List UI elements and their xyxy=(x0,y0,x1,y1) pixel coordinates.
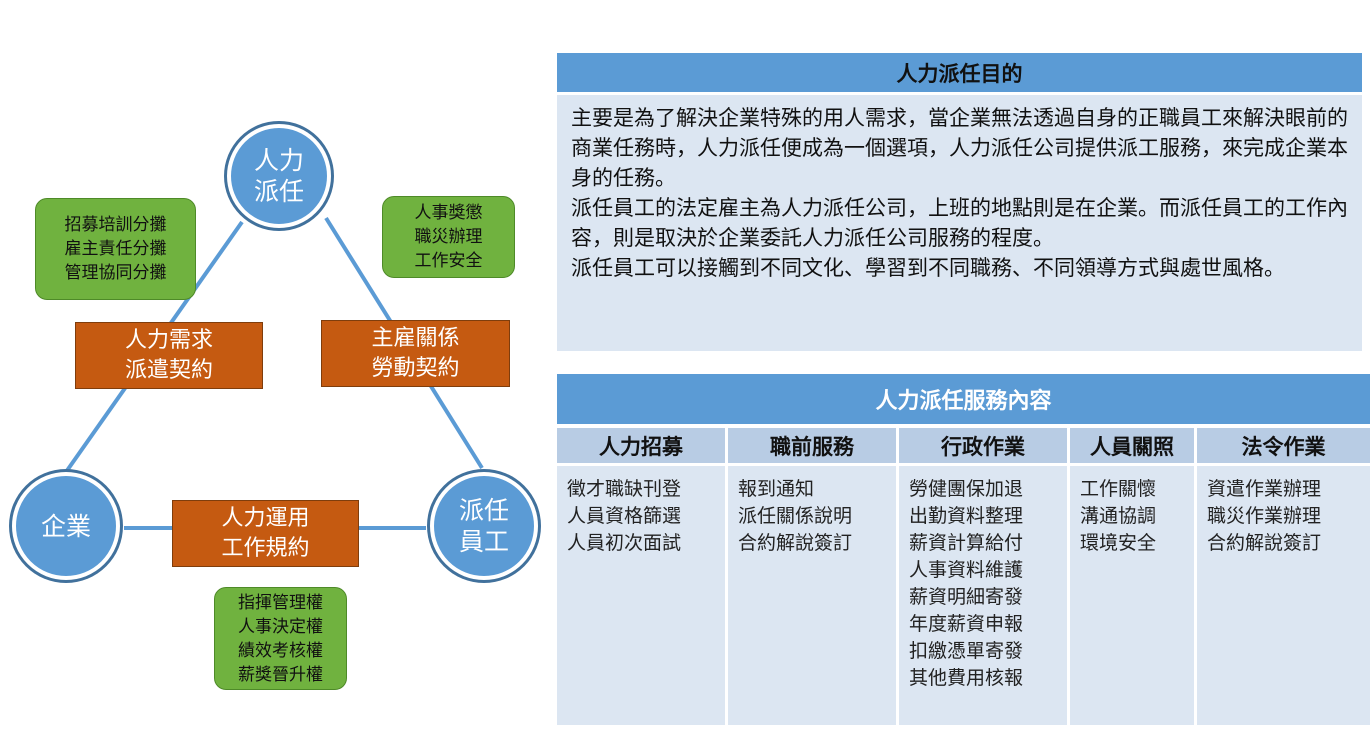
service-item: 報到通知 xyxy=(738,478,815,500)
service-column-header: 人力招募 xyxy=(557,428,725,463)
purpose-title: 人力派任目的 xyxy=(557,53,1362,92)
service-item: 勞健團保加退 xyxy=(909,478,1024,500)
contract-left: 人力需求 派遣契約 xyxy=(75,322,263,389)
service-column-header: 行政作業 xyxy=(899,428,1067,463)
service-item: 工作關懷 xyxy=(1080,478,1157,500)
service-column-body: 報到通知派任關係說明合約解說簽訂 xyxy=(728,466,896,725)
service-item: 合約解說簽訂 xyxy=(1207,532,1322,554)
service-item: 合約解說簽訂 xyxy=(738,532,853,554)
note-bottom: 指揮管理權 人事決定權 績效考核權 薪獎晉升權 xyxy=(214,587,347,690)
service-item: 薪資明細寄發 xyxy=(909,586,1024,608)
services-title: 人力派任服務內容 xyxy=(557,374,1370,424)
contract-right: 主雇關係 勞動契約 xyxy=(321,320,510,387)
note-left: 招募培訓分攤 雇主責任分攤 管理協同分攤 xyxy=(35,198,196,300)
service-item: 徵才職缺刊登 xyxy=(567,478,682,500)
service-item: 人事資料維護 xyxy=(909,559,1024,581)
service-item: 人員初次面試 xyxy=(567,532,682,554)
service-item: 薪資計算給付 xyxy=(909,532,1024,554)
service-item: 溝通協調 xyxy=(1080,505,1157,527)
purpose-paragraph: 主要是為了解決企業特殊的用人需求，當企業無法透過自身的正職員工來解決眼前的商業任… xyxy=(571,106,1348,190)
service-item: 出勤資料整理 xyxy=(909,505,1024,527)
service-item: 扣繳憑單寄發 xyxy=(909,640,1024,662)
service-item: 職災作業辦理 xyxy=(1207,505,1322,527)
service-column: 人力招募徵才職缺刊登人員資格篩選人員初次面試 xyxy=(557,428,725,725)
service-column: 人員關照工作關懷溝通協調環境安全 xyxy=(1070,428,1194,725)
service-column-header: 職前服務 xyxy=(728,428,896,463)
service-item: 資遣作業辦理 xyxy=(1207,478,1322,500)
node-dispatch-company: 人力 派任 xyxy=(227,124,331,228)
service-column-body: 資遣作業辦理職災作業辦理合約解說簽訂 xyxy=(1197,466,1370,725)
service-column-header: 人員關照 xyxy=(1070,428,1194,463)
service-column: 職前服務報到通知派任關係說明合約解說簽訂 xyxy=(728,428,896,725)
service-column-body: 工作關懷溝通協調環境安全 xyxy=(1070,466,1194,725)
service-item: 其他費用核報 xyxy=(909,667,1024,689)
node-enterprise: 企業 xyxy=(12,472,120,580)
purpose-paragraph: 派任員工的法定雇主為人力派任公司，上班的地點則是在企業。而派任員工的工作內容，則… xyxy=(571,196,1348,250)
service-column-header: 法令作業 xyxy=(1197,428,1370,463)
service-column-body: 徵才職缺刊登人員資格篩選人員初次面試 xyxy=(557,466,725,725)
service-column-body: 勞健團保加退出勤資料整理薪資計算給付人事資料維護薪資明細寄發年度薪資申報扣繳憑單… xyxy=(899,466,1067,725)
service-item: 派任關係說明 xyxy=(738,505,853,527)
service-item: 人員資格篩選 xyxy=(567,505,682,527)
services-table: 人力招募徵才職缺刊登人員資格篩選人員初次面試職前服務報到通知派任關係說明合約解說… xyxy=(557,428,1370,725)
service-item: 環境安全 xyxy=(1080,532,1157,554)
node-dispatched-employee: 派任 員工 xyxy=(430,472,538,580)
purpose-description: 主要是為了解決企業特殊的用人需求，當企業無法透過自身的正職員工來解決眼前的商業任… xyxy=(557,95,1362,351)
contract-bottom: 人力運用 工作規約 xyxy=(172,500,359,567)
service-item: 年度薪資申報 xyxy=(909,613,1024,635)
note-right: 人事獎懲 職災辦理 工作安全 xyxy=(382,196,515,278)
service-column: 法令作業資遣作業辦理職災作業辦理合約解說簽訂 xyxy=(1197,428,1370,725)
service-column: 行政作業勞健團保加退出勤資料整理薪資計算給付人事資料維護薪資明細寄發年度薪資申報… xyxy=(899,428,1067,725)
purpose-paragraph: 派任員工可以接觸到不同文化、學習到不同職務、不同領導方式與處世風格。 xyxy=(571,256,1285,280)
